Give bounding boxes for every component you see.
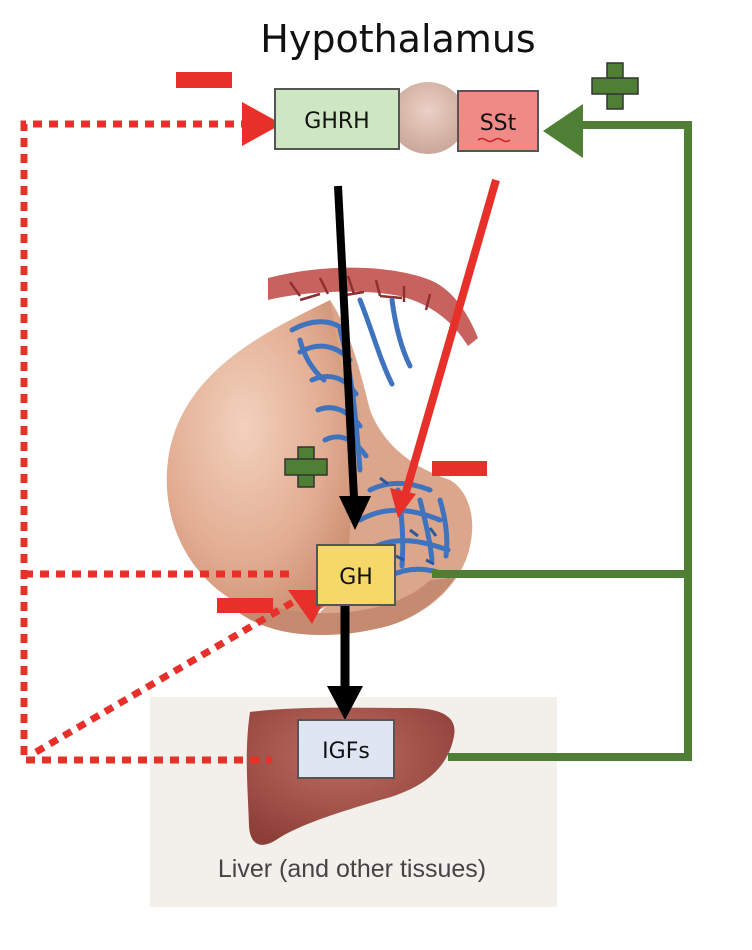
ghrh-to-gh-arrow bbox=[334, 185, 358, 499]
sst-box: SSt bbox=[457, 90, 539, 152]
gh-label: GH bbox=[339, 565, 373, 590]
inhibition-arrowhead-to-ghrh bbox=[242, 102, 282, 146]
plus-sign-sst bbox=[591, 62, 639, 110]
hypothalamic-nucleus bbox=[390, 82, 466, 154]
inhibitory-feedback-lines bbox=[20, 120, 302, 764]
minus-sign-ghrh bbox=[176, 72, 232, 88]
ghrh-label: GHRH bbox=[304, 109, 369, 134]
ghrh-box: GHRH bbox=[274, 88, 400, 150]
sst-arrowhead bbox=[390, 488, 416, 518]
ghrh-arrowhead bbox=[339, 496, 371, 530]
gh-box: GH bbox=[316, 544, 396, 606]
plus-sign-ghrh-effect bbox=[284, 446, 328, 488]
minus-sign-gh bbox=[217, 598, 273, 613]
igfs-label: IGFs bbox=[322, 739, 370, 764]
sst-label: SSt bbox=[480, 111, 517, 136]
feedback-arrowhead-to-sst bbox=[543, 104, 583, 158]
igfs-box: IGFs bbox=[297, 719, 395, 779]
minus-sign-sst-effect bbox=[432, 461, 487, 476]
sst-to-gh-arrow bbox=[402, 178, 500, 494]
stimulatory-feedback-lines bbox=[432, 121, 692, 761]
liver-caption: Liver (and other tissues) bbox=[218, 855, 486, 883]
gh-to-igfs-arrowhead bbox=[327, 686, 363, 720]
hypothalamus-title: Hypothalamus bbox=[260, 17, 535, 61]
